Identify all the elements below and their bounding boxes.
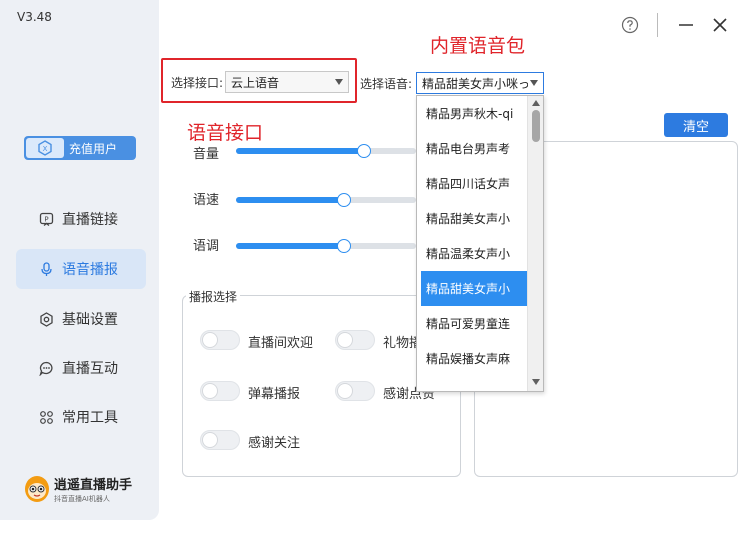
dropdown-option[interactable]: 精品可爱男童连 <box>426 317 511 331</box>
slider-label-volume: 音量 <box>193 147 220 162</box>
title-separator <box>657 13 658 37</box>
sidebar: V3.48 X 充值用户 P 直播链接 语音播报 基础设置 直播互动 常用 <box>0 0 159 520</box>
svg-text:P: P <box>44 215 48 223</box>
toggle-label-danmaku: 弹幕播报 <box>248 387 301 402</box>
logo-subtitle: 抖音直播AI机器人 <box>54 495 110 503</box>
scroll-down-icon[interactable] <box>532 379 540 385</box>
volume-slider-fill <box>236 148 364 154</box>
voice-select[interactable]: 精品甜美女声小咪っ <box>416 72 544 94</box>
live-link-icon: P <box>38 211 54 227</box>
slider-label-pitch: 语调 <box>193 239 220 254</box>
chevron-down-icon <box>530 80 538 86</box>
logo-title: 逍遥直播助手 <box>54 478 133 493</box>
sidebar-item-label: 直播链接 <box>62 212 118 228</box>
chevron-down-icon <box>335 79 343 85</box>
sidebar-item-basic-settings[interactable]: 基础设置 <box>16 299 146 339</box>
clear-button[interactable]: 清空 <box>664 113 728 137</box>
dropdown-scrollbar[interactable] <box>527 96 543 391</box>
dropdown-option[interactable]: 精品温柔女声小 <box>426 247 511 261</box>
logo-mascot-icon <box>25 476 49 502</box>
dropdown-option[interactable]: 精品甜美女声小 <box>421 271 527 306</box>
chat-icon <box>38 360 54 376</box>
toggle-gift[interactable] <box>335 330 375 350</box>
vip-badge[interactable]: X 充值用户 <box>24 136 136 160</box>
interface-label: 选择接口: <box>171 76 224 90</box>
voice-select-value: 精品甜美女声小咪っ <box>422 76 528 91</box>
toggle-label-thanks-follow: 感谢关注 <box>248 436 301 451</box>
volume-slider-handle[interactable] <box>357 144 371 158</box>
interface-select[interactable]: 云上语音 <box>225 71 349 93</box>
speed-slider-fill <box>236 197 344 203</box>
toggle-label-gift: 礼物播 <box>383 336 423 351</box>
broadcast-group-title: 播报选择 <box>186 288 241 305</box>
sidebar-item-voice-broadcast[interactable]: 语音播报 <box>16 249 146 289</box>
pitch-slider-fill <box>236 243 344 249</box>
dropdown-option[interactable]: 精品娱播女声麻 <box>426 352 511 366</box>
slider-label-speed: 语速 <box>193 193 220 208</box>
toggle-knob <box>202 432 218 448</box>
dropdown-option[interactable]: 精品四川话女声 <box>426 177 511 191</box>
help-icon[interactable] <box>620 15 640 35</box>
annotation-voice-interface: 语音接口 <box>187 122 264 144</box>
toggle-knob <box>202 383 218 399</box>
annotation-highlight-box <box>161 58 357 103</box>
sidebar-item-tools[interactable]: 常用工具 <box>16 397 146 437</box>
svg-text:X: X <box>43 145 48 153</box>
app-logo: 逍遥直播助手 抖音直播AI机器人 <box>24 474 132 504</box>
gear-icon <box>38 311 54 327</box>
toggle-label-welcome: 直播间欢迎 <box>248 336 314 351</box>
sidebar-item-label: 直播互动 <box>62 361 118 377</box>
sidebar-item-label: 语音播报 <box>62 262 118 278</box>
scroll-up-icon[interactable] <box>532 100 540 106</box>
app-version: V3.48 <box>17 10 52 24</box>
dropdown-option[interactable]: 精品甜美女声小 <box>426 212 511 226</box>
sidebar-item-live-interaction[interactable]: 直播互动 <box>16 348 146 388</box>
toggle-knob <box>337 383 353 399</box>
scrollbar-thumb[interactable] <box>532 110 540 142</box>
dropdown-option[interactable]: 精品电台男声考 <box>426 142 511 156</box>
annotation-builtin-voice-pack: 内置语音包 <box>430 35 526 57</box>
toggle-welcome[interactable] <box>200 330 240 350</box>
vip-icon: X <box>26 138 64 158</box>
close-icon[interactable] <box>710 15 730 35</box>
voice-label: 选择语音: <box>360 77 413 91</box>
tools-icon <box>38 409 54 425</box>
toggle-thanks-follow[interactable] <box>200 430 240 450</box>
toggle-thanks-like[interactable] <box>335 381 375 401</box>
sidebar-item-label: 基础设置 <box>62 312 118 328</box>
sidebar-item-live-link[interactable]: P 直播链接 <box>16 199 146 239</box>
toggle-danmaku[interactable] <box>200 381 240 401</box>
minimize-icon[interactable] <box>676 15 696 35</box>
pitch-slider-handle[interactable] <box>337 239 351 253</box>
microphone-icon <box>38 261 54 277</box>
voice-dropdown-list[interactable]: 精品男声秋木-qi 精品电台男声考 精品四川话女声 精品甜美女声小 精品温柔女声… <box>416 95 544 392</box>
sidebar-item-label: 常用工具 <box>62 410 118 426</box>
toggle-knob <box>202 332 218 348</box>
interface-select-value: 云上语音 <box>231 75 280 90</box>
dropdown-option[interactable]: 精品男声秋木-qi <box>426 107 514 121</box>
speed-slider-handle[interactable] <box>337 193 351 207</box>
toggle-knob <box>337 332 353 348</box>
vip-label: 充值用户 <box>69 141 118 156</box>
